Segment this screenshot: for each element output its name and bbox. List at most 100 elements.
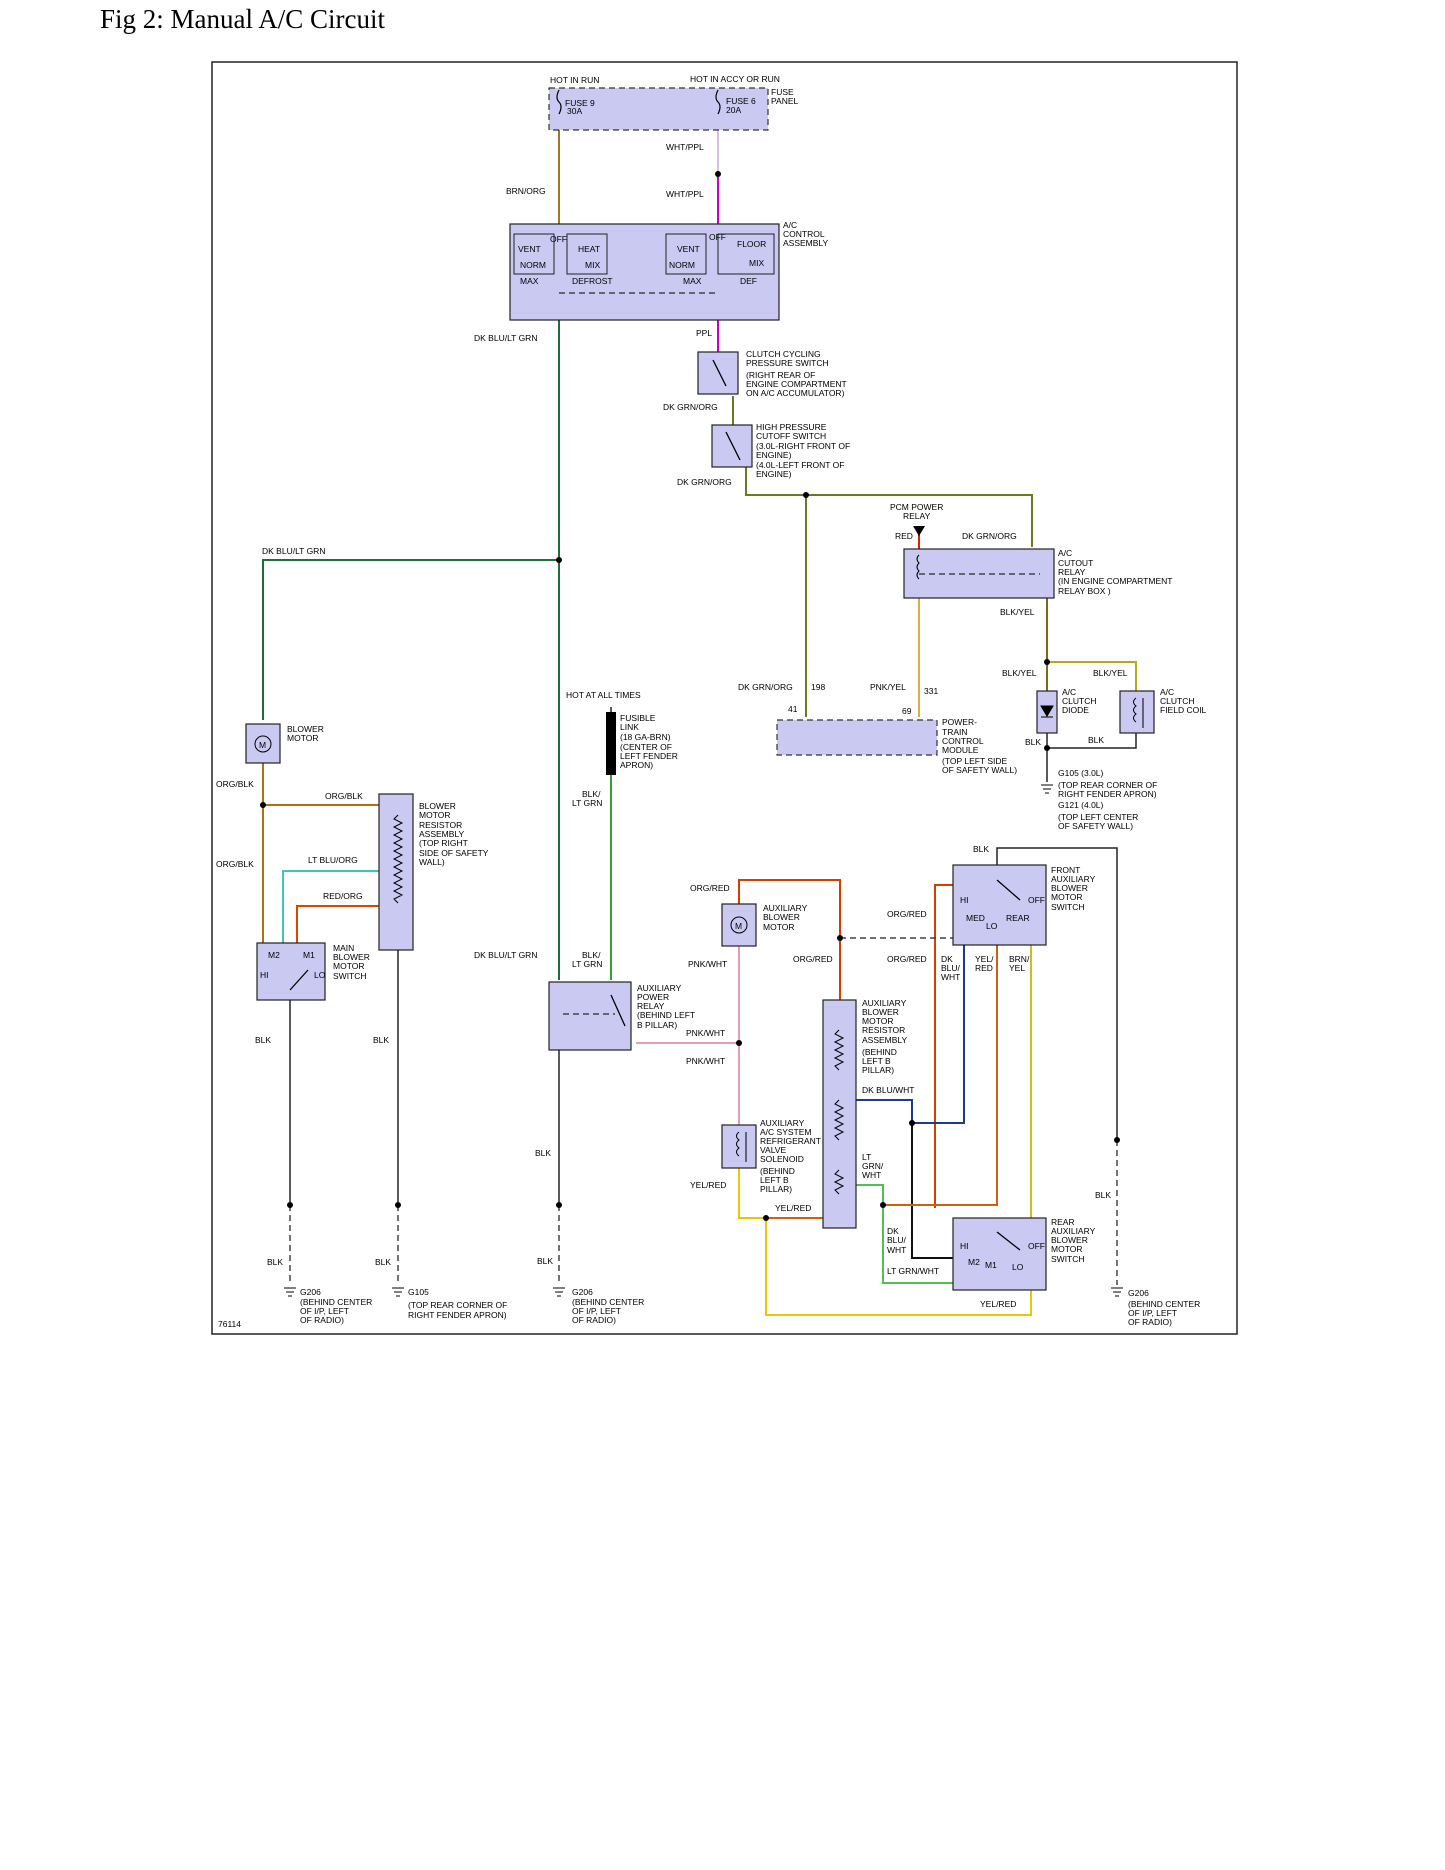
wire-label: DK xyxy=(887,1226,899,1236)
junction-dot xyxy=(763,1215,769,1221)
wire-label: BLU/ xyxy=(887,1235,907,1245)
wire-dk-blu-wht-res xyxy=(856,1099,913,1123)
ground-g206-a-label: OF RADIO) xyxy=(300,1315,344,1325)
wire-label: ORG/BLK xyxy=(216,779,254,789)
wire-label: YEL/RED xyxy=(690,1180,726,1190)
pcm-power-relay-label: RELAY xyxy=(903,511,931,521)
wire-label: DK GRN/ORG xyxy=(738,682,793,692)
wire-yel-red-sol xyxy=(738,1168,766,1219)
front-aux-switch-hi: HI xyxy=(960,895,969,905)
wire-label: LT GRN/WHT xyxy=(887,1266,939,1276)
junction-dot xyxy=(287,1202,293,1208)
ground-icon xyxy=(392,1287,404,1297)
clutch-coil-label: FIELD COIL xyxy=(1160,705,1207,715)
pcm-label: TRAIN xyxy=(942,727,968,737)
powertrain-control-module xyxy=(776,719,938,756)
aux-resistor-label: BLOWER xyxy=(862,1007,899,1017)
auxiliary-blower-motor xyxy=(721,903,757,947)
wire-label: DK BLU/LT GRN xyxy=(474,950,537,960)
clutch-cycling-label: PRESSURE SWITCH xyxy=(746,358,829,368)
coil-icon xyxy=(736,1131,747,1162)
motor-icon xyxy=(730,916,748,934)
clutch-cycling-label: (RIGHT REAR OF xyxy=(746,370,815,380)
aux-solenoid-label: REFRIGERANT xyxy=(760,1136,821,1146)
aux-power-relay-label: AUXILIARY xyxy=(637,983,682,993)
fuse-hot-in-run-label: HOT IN RUN xyxy=(550,75,599,85)
wire-label: RED xyxy=(895,531,913,541)
main-switch-m2: M2 xyxy=(268,950,280,960)
blower-resistor-label: WALL) xyxy=(419,857,445,867)
clutch-coil-label: CLUTCH xyxy=(1160,696,1194,706)
ground-g105-g121-label: G121 (4.0L) xyxy=(1058,800,1104,810)
wire-label: DK GRN/ORG xyxy=(663,402,718,412)
junction-dot xyxy=(880,1202,886,1208)
wire-blk-front-switch xyxy=(996,847,1118,1140)
blower-resistor-label: BLOWER xyxy=(419,801,456,811)
ground-icon xyxy=(284,1287,296,1297)
ground-g206-c-label: G206 xyxy=(1128,1288,1149,1298)
wire-label: PNK/WHT xyxy=(688,959,727,969)
resistor-icon xyxy=(833,1029,845,1195)
coil-icon xyxy=(1133,697,1144,728)
front-aux-switch-off: OFF xyxy=(1028,895,1045,905)
cutout-relay-label: RELAY xyxy=(1058,567,1086,577)
pcm-pin-198: 198 xyxy=(811,682,825,692)
wire-label: BLK xyxy=(535,1148,551,1158)
ac-control-norm-1: NORM xyxy=(520,260,546,270)
figure-id: 76114 xyxy=(218,1319,241,1329)
ac-cutout-relay xyxy=(903,548,1055,599)
high-pressure-switch xyxy=(711,424,753,468)
ground-g206-c-label: OF RADIO) xyxy=(1128,1317,1172,1327)
ground-g105-g121-label: (TOP REAR CORNER OF xyxy=(1058,780,1157,790)
wire-label: BLK/ xyxy=(582,789,601,799)
rear-aux-switch-label: AUXILIARY xyxy=(1051,1226,1096,1236)
ac-control-label: A/C xyxy=(783,220,797,230)
pcm-pin-331: 331 xyxy=(924,686,938,696)
aux-solenoid-label: LEFT B xyxy=(760,1175,789,1185)
junction-dot xyxy=(909,1120,915,1126)
blower-motor-label: BLOWER xyxy=(287,724,324,734)
aux-blower-motor-label: AUXILIARY xyxy=(763,903,808,913)
fusible-link-label: (18 GA-BRN) xyxy=(620,732,671,742)
ground-g105-g121-label: (TOP LEFT CENTER xyxy=(1058,812,1138,822)
ground-g105-g121-label: RIGHT FENDER APRON) xyxy=(1058,789,1157,799)
clutch-coil-label: A/C xyxy=(1160,687,1174,697)
high-pressure-label: (3.0L-RIGHT FRONT OF xyxy=(756,441,850,451)
pcm-label: (TOP LEFT SIDE xyxy=(942,756,1008,766)
cutout-relay-label: CUTOUT xyxy=(1058,558,1093,568)
fuse-panel-label-1: FUSE xyxy=(771,87,794,97)
high-pressure-label: HIGH PRESSURE xyxy=(756,422,827,432)
blower-resistor-label: ASSEMBLY xyxy=(419,829,465,839)
pcm-label: MODULE xyxy=(942,745,979,755)
fuse-panel-label-2: PANEL xyxy=(771,96,799,106)
pcm-label: OF SAFETY WALL) xyxy=(942,765,1017,775)
junction-dot xyxy=(556,1202,562,1208)
auxiliary-refrigerant-solenoid xyxy=(721,1124,757,1169)
wire-label: BLK/YEL xyxy=(1000,607,1035,617)
ac-control-label: CONTROL xyxy=(783,229,825,239)
main-switch-hi: HI xyxy=(260,970,269,980)
main-switch-label: SWITCH xyxy=(333,971,367,981)
fuse-6-amp-label: 20A xyxy=(726,105,741,115)
ac-control-label: ASSEMBLY xyxy=(783,238,829,248)
wire-label: ORG/RED xyxy=(887,909,927,919)
junction-dot xyxy=(260,802,266,808)
main-switch-lo: LO xyxy=(314,970,326,980)
junction-dot xyxy=(715,171,721,177)
wire-label: WHT xyxy=(941,972,960,982)
clutch-diode-label: DIODE xyxy=(1062,705,1089,715)
ground-g206-b-label: G206 xyxy=(572,1287,593,1297)
wire-label: BLU/ xyxy=(941,963,961,973)
aux-solenoid-label: PILLAR) xyxy=(760,1184,792,1194)
aux-resistor-label: RESISTOR xyxy=(862,1025,905,1035)
ground-g206-b-label: (BEHIND CENTER xyxy=(572,1297,644,1307)
wire-label: BLK xyxy=(973,844,989,854)
aux-power-relay-label: RELAY xyxy=(637,1001,665,1011)
front-aux-switch-label: SWITCH xyxy=(1051,902,1085,912)
junction-dot xyxy=(837,935,843,941)
fuse-panel xyxy=(548,87,769,131)
wire-label: BLK xyxy=(373,1035,389,1045)
ac-control-max-1: MAX xyxy=(520,276,539,286)
diode-icon xyxy=(1040,705,1054,718)
rear-aux-switch-hi: HI xyxy=(960,1241,969,1251)
